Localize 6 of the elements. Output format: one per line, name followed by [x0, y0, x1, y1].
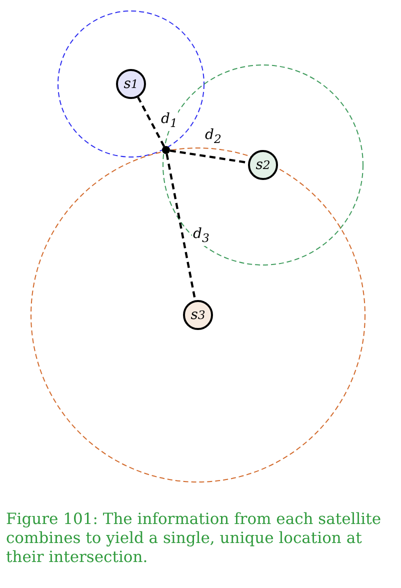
figure-caption: Figure 101: The information from each satellite combines to yield a single, unique location at their intersection. [6, 510, 382, 567]
distance-line [166, 154, 196, 300]
edge-label: d$_{1}$ [160, 111, 178, 131]
intersection-dot [162, 146, 170, 154]
edge-label: d$_{3}$ [192, 226, 210, 246]
distance-line [137, 96, 166, 147]
